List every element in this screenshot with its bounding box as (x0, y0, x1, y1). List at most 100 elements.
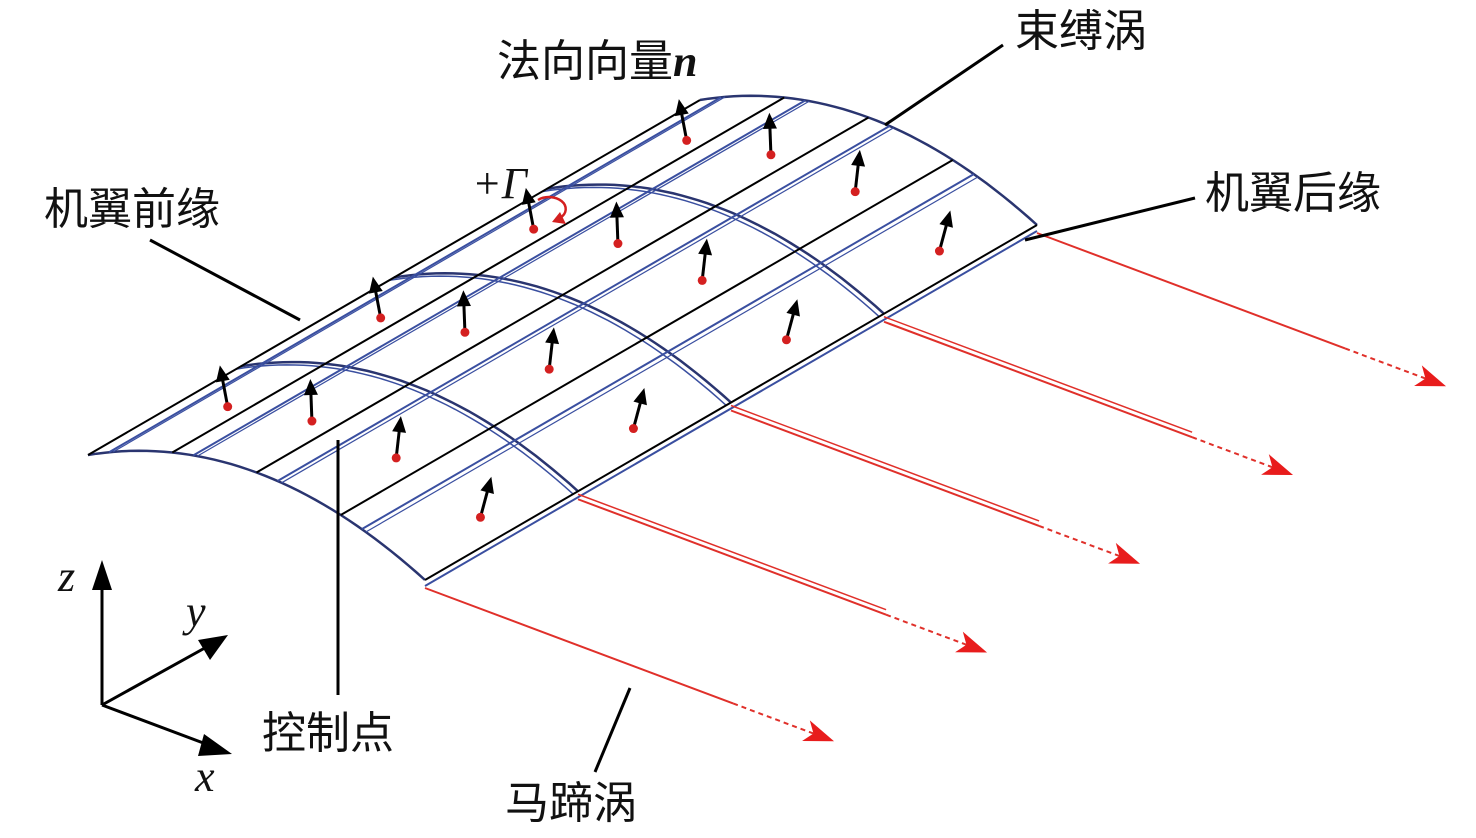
trailing-vortex-line (730, 409, 1040, 527)
normal-vector-shaft (679, 111, 689, 141)
normal-vector-symbol: n (673, 37, 698, 86)
coordinate-axes (92, 560, 232, 756)
trailing-vortex-line (424, 587, 734, 705)
trailing-arrowhead-icon (1261, 454, 1294, 476)
trailing-vortex-line (883, 316, 1193, 433)
leader-bound-vortex (884, 43, 1004, 127)
bound-vortex-line (281, 127, 894, 484)
normal-arrowhead-icon (480, 476, 494, 494)
z-axis-label: z (58, 552, 76, 601)
trailing-vortex-line (1036, 232, 1346, 350)
control-point-dot (544, 364, 554, 374)
trailing-edge-label: 机翼后缘 (1205, 168, 1381, 219)
trailing-vortex-dashed (1038, 525, 1127, 560)
control-point-dot (766, 150, 776, 160)
leader-trailing-edge (1024, 196, 1196, 242)
y-arrowhead-icon (198, 635, 228, 660)
trailing-vortex-line (577, 493, 887, 611)
horseshoe-trailing-lines (424, 232, 1447, 742)
normal-vector-shaft (547, 339, 554, 370)
trailing-vortex-dashed (885, 613, 974, 649)
normal-vectors (215, 99, 953, 522)
trailing-vortex-line (577, 498, 887, 616)
control-point-dot (850, 187, 860, 197)
trailing-arrowhead-icon (1414, 365, 1447, 387)
control-point-dot (475, 512, 485, 522)
normal-arrowhead-icon (698, 238, 713, 256)
trailing-vortex-line (883, 320, 1193, 439)
control-point-dot (391, 453, 401, 463)
control-point-dot (934, 246, 944, 256)
y-axis-label: y (186, 587, 206, 636)
normal-arrowhead-icon (762, 112, 777, 130)
control-point-dot (613, 239, 623, 249)
control-point-dot (460, 327, 470, 337)
normal-vector-shaft (373, 288, 383, 319)
bound-vortex-line (192, 99, 806, 457)
control-point-dot (682, 135, 692, 145)
normal-vector-text: 法向向量 (497, 36, 673, 87)
leader-horseshoe (593, 687, 632, 773)
leader-lines (149, 43, 1196, 773)
normal-arrowhead-icon (786, 299, 800, 317)
normal-vector-shaft (937, 222, 949, 252)
circulation-arrow-icon (537, 195, 567, 224)
wing-surface (87, 94, 1038, 587)
normal-arrowhead-icon (939, 210, 953, 228)
normal-vector-shaft (615, 214, 620, 244)
control-point-dot (307, 416, 317, 426)
normal-vector-shaft (462, 302, 467, 333)
normal-arrowhead-icon (545, 327, 560, 345)
bound-vortex-label: 束缚涡 (1015, 6, 1147, 57)
control-point-dot (781, 335, 791, 345)
normal-vector-shaft (526, 199, 536, 230)
trailing-vortex-dashed (1344, 347, 1433, 382)
normal-arrowhead-icon (368, 276, 383, 294)
normal-vector-shaft (309, 391, 314, 422)
normal-vector-shaft (700, 251, 707, 281)
control-point-dot (628, 424, 638, 434)
panel-edge-line (340, 159, 954, 516)
x-axis-label: x (195, 752, 215, 801)
normal-arrowhead-icon (609, 201, 624, 218)
trailing-arrowhead-icon (1108, 542, 1141, 564)
chordwise-rib (87, 449, 426, 581)
panel-edge-line (87, 99, 701, 456)
normal-arrowhead-icon (456, 290, 471, 307)
trailing-edge-line (424, 230, 1038, 587)
horseshoe-vortex-label: 马蹄涡 (505, 778, 637, 829)
normal-vector-shaft (631, 399, 643, 429)
normal-vector-shaft (768, 125, 773, 155)
bound-vortex-line (361, 173, 975, 531)
bound-vortex-line (365, 176, 979, 533)
bound-vortex-line (197, 100, 810, 457)
normal-arrowhead-icon (215, 365, 230, 383)
circulation-label: +Γ (472, 159, 527, 208)
trailing-vortex-dashed (1191, 436, 1280, 471)
normal-vector-shaft (478, 488, 490, 518)
bound-vortex-line (108, 96, 722, 454)
leading-edge-label: 机翼前缘 (44, 184, 220, 235)
control-point-dot (376, 313, 386, 323)
normal-arrowhead-icon (392, 416, 407, 433)
normal-vector-shaft (394, 428, 401, 459)
control-point-dot (223, 402, 233, 412)
panel-edge-line (424, 224, 1038, 581)
trailing-vortex-dashed (732, 702, 821, 737)
panel-edge-line (255, 116, 870, 474)
normal-arrowhead-icon (633, 387, 647, 406)
control-point-label: 控制点 (262, 708, 394, 759)
control-point-dot (697, 275, 707, 285)
panel-edge-line (171, 96, 785, 454)
normal-vector-shaft (853, 162, 860, 192)
x-arrowhead-icon (198, 734, 232, 756)
normal-vector-shaft (220, 377, 230, 407)
bound-vortex-line (277, 125, 891, 482)
control-point-dot (529, 224, 539, 234)
bound-vortex-line (112, 96, 726, 453)
trailing-arrowhead-icon (802, 720, 835, 742)
trailing-vortex-line (730, 404, 1040, 522)
leader-leading-edge (149, 238, 301, 322)
